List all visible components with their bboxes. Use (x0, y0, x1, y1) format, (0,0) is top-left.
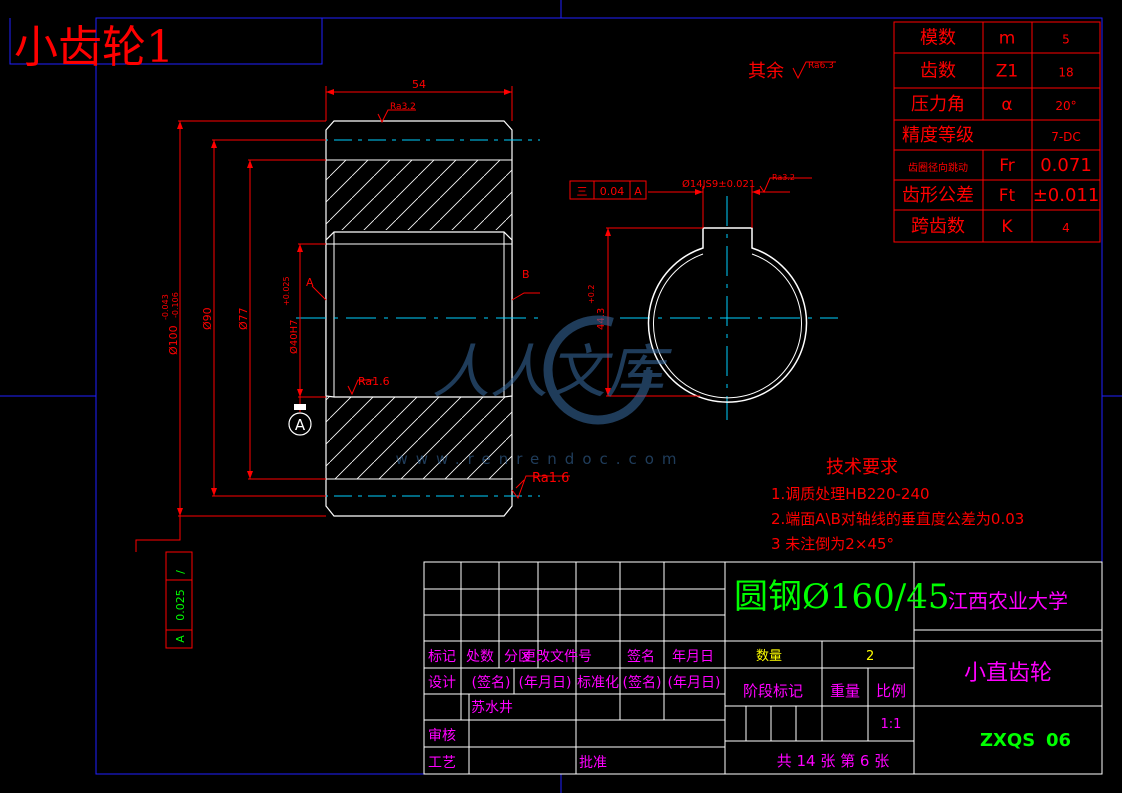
title-block-design-cell: (签名) (623, 674, 662, 691)
title-block-header: 年月日 (672, 649, 714, 665)
gear-dimensions (135, 86, 570, 552)
title-block-header: 处数 (466, 649, 494, 665)
ra-top: Ra3.2 (390, 102, 416, 112)
title-block-design-cell: (年月日) (519, 675, 572, 691)
page-title: 小齿轮1 (14, 22, 174, 73)
ra-bottom: Ra1.6 (532, 471, 569, 486)
keyway-ra: Ra3.2 (772, 173, 795, 182)
title-block-texts: 圆钢Ø160/45 江西农业大学 小直齿轮 ZXQS 06 数量 2 阶段标记 … (428, 577, 1071, 771)
title-block-design-cell: (年月日) (668, 675, 721, 691)
param-name: 齿圈径向跳动 (908, 161, 968, 174)
param-value: 18 (1058, 66, 1073, 80)
param-value: 20° (1055, 99, 1076, 113)
parameter-table (893, 21, 1101, 243)
ra-bore: Ra1.6 (358, 375, 390, 388)
review-label: 审核 (428, 728, 456, 744)
param-name: 跨齿数 (911, 216, 965, 237)
title-block-grid (423, 561, 1103, 775)
surface-default-label: 其余 (748, 61, 784, 82)
title-block-header: 更改文件号 (522, 649, 592, 665)
surface-default-ra: Ra6.3 (808, 61, 834, 71)
runout-tolerance-frame: / 0.025 A (165, 551, 193, 649)
face-a-label: A (306, 276, 314, 289)
symmetry-value: 0.04 (600, 185, 625, 198)
param-value: ±0.011 (1033, 185, 1100, 206)
dim-d77: Ø77 (237, 307, 250, 330)
dim-d90: Ø90 (201, 307, 214, 330)
title-block-header: 分区 (504, 649, 532, 665)
param-name: 精度等级 (902, 125, 974, 146)
face-b-label: B (522, 268, 530, 281)
material: 圆钢Ø160/45 (734, 577, 950, 617)
sheet-count: 共 14 张 第 6 张 (777, 752, 889, 770)
gear-dimension-texts: 54 Ø100 -0.043 -0.106 Ø90 Ø77 Ø40H7 +0.0… (161, 78, 569, 486)
weight-label: 重量 (830, 682, 860, 700)
default-roughness: 其余 Ra6.3 (748, 61, 836, 82)
param-symbol: Z1 (996, 62, 1018, 82)
runout-datum: A (174, 635, 187, 643)
dim-outer-dia: Ø100 (167, 325, 180, 355)
tech-item: 3 未注倒为2×45° (771, 535, 894, 553)
param-value: 7-DC (1051, 130, 1081, 144)
param-value: 4 (1062, 221, 1070, 235)
dim-bore: Ø40H7 (288, 320, 300, 354)
title-block-design-cell: 设计 (428, 675, 456, 691)
parameter-table-texts: 模数 m 5 齿数 Z1 18 压力角 α 20° 精度等级 7-DC 齿圈径向跳动 Fr 0.071 齿形… (902, 28, 1099, 238)
datum-label: A (295, 416, 306, 434)
title-block-row-texts: 标记处数分区更改文件号签名年月日设计(签名)(年月日)标准化(签名)(年月日) (428, 648, 720, 691)
watermark: 人人文库 www.renrendoc.com (395, 315, 684, 468)
quantity: 2 (866, 649, 874, 664)
param-name: 压力角 (911, 94, 965, 115)
param-symbol: Fr (999, 156, 1015, 176)
tech-item: 2.端面A\B对轴线的垂直度公差为0.03 (771, 510, 1024, 528)
drawing-no: ZXQS (980, 730, 1035, 751)
param-symbol: K (1001, 217, 1013, 237)
runout-symbol: / (174, 570, 187, 574)
tech-requirements: 技术要求 1.调质处理HB220-240 2.端面A\B对轴线的垂直度公差为0.… (771, 457, 1024, 553)
title-block-design-cell: 标准化 (577, 675, 619, 691)
dim-outer-tol-lower: -0.106 (171, 292, 180, 318)
param-symbol: Ft (999, 186, 1016, 206)
scale-label: 比例 (876, 682, 906, 700)
param-value: 0.071 (1040, 155, 1092, 176)
watermark-text: 人人文库 (432, 338, 672, 406)
symmetry-datum: A (634, 185, 642, 198)
param-value: 5 (1062, 33, 1070, 47)
param-name: 齿形公差 (902, 185, 974, 206)
tech-item: 1.调质处理HB220-240 (771, 485, 930, 503)
watermark-url: www.renrendoc.com (395, 450, 684, 468)
quantity-label: 数量 (756, 649, 782, 664)
dim-outer-tol-upper: -0.043 (161, 294, 170, 320)
datum-a-symbol: A (288, 404, 312, 436)
symmetry-symbol: 三 (577, 185, 588, 198)
param-name: 模数 (920, 28, 956, 49)
title-block-header: 签名 (627, 648, 655, 665)
dim-width: 54 (412, 78, 426, 91)
drawing-seq: 06 (1046, 730, 1071, 751)
keyway-depth-tol: +0.2 (587, 285, 596, 304)
param-name: 齿数 (920, 61, 956, 82)
process-label: 工艺 (428, 755, 456, 771)
gear-section-view (296, 120, 545, 517)
scale: 1:1 (881, 717, 902, 732)
tech-heading: 技术要求 (826, 457, 898, 478)
runout-value: 0.025 (174, 589, 187, 621)
part-name: 小直齿轮 (964, 661, 1052, 686)
title-block-header: 标记 (428, 649, 456, 665)
university: 江西农业大学 (948, 589, 1068, 613)
param-symbol: α (1001, 95, 1012, 115)
designer: 苏水井 (471, 700, 513, 716)
dim-bore-tol: +0.025 (282, 276, 291, 306)
approve-label: 批准 (579, 755, 607, 771)
param-symbol: m (999, 29, 1016, 49)
stage-label: 阶段标记 (743, 682, 803, 700)
keyway-dim: Ø14JS9±0.021 (682, 178, 755, 190)
title-block-design-cell: (签名) (472, 674, 511, 691)
gear-end-view (569, 177, 838, 420)
